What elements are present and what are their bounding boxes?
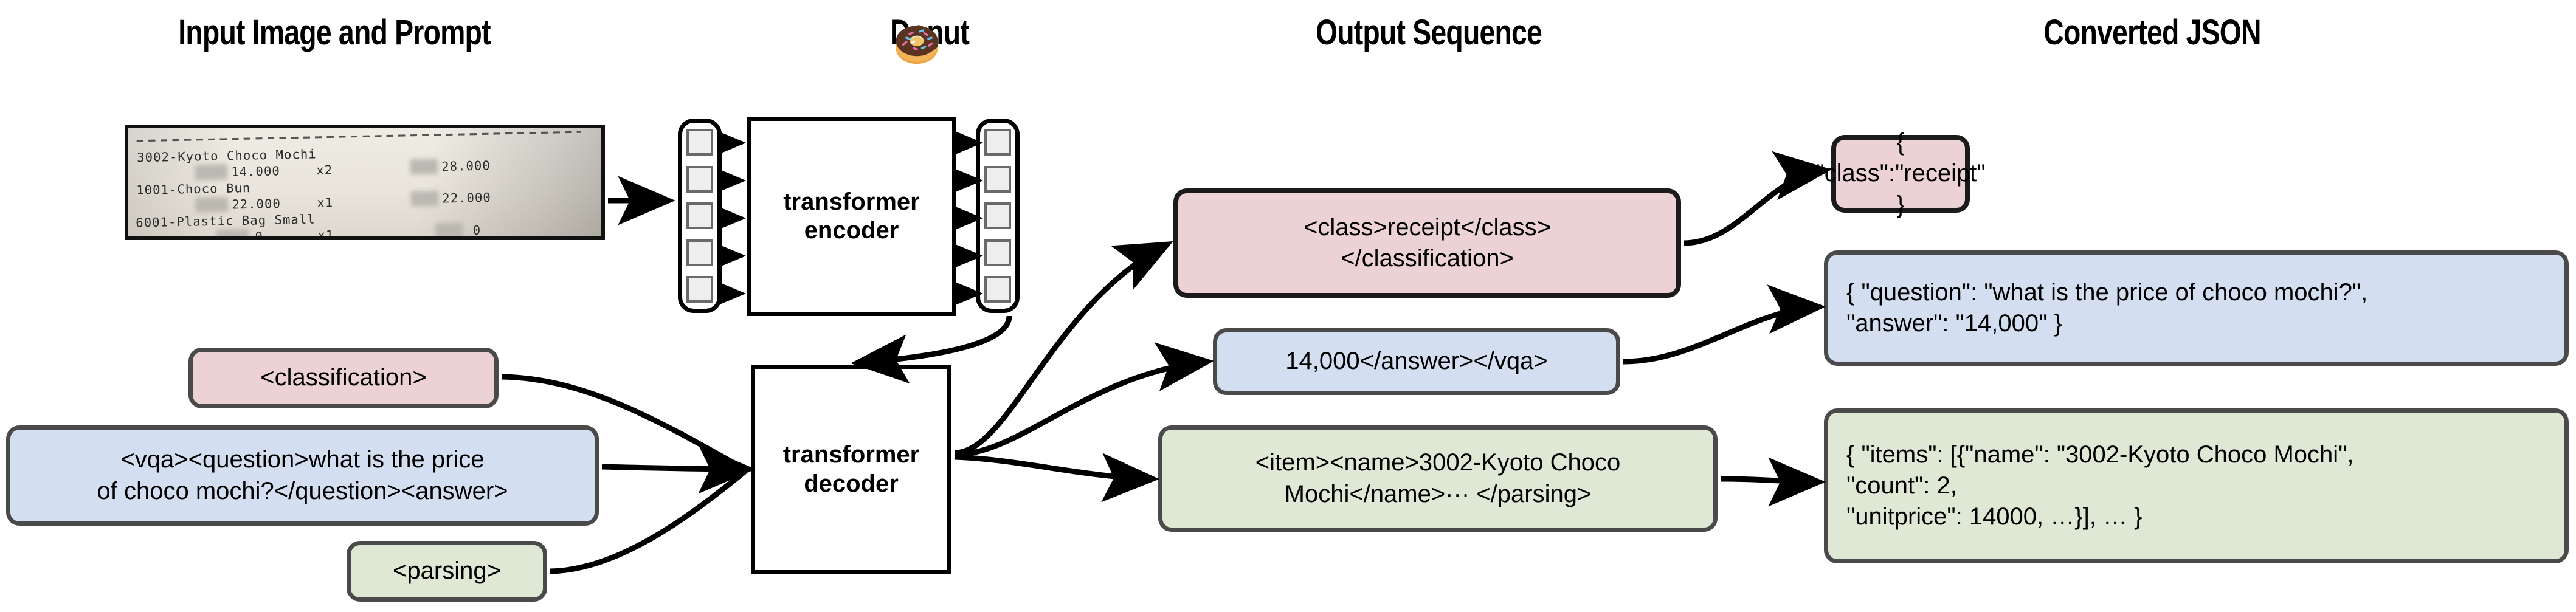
json-box-classification[interactable]: { "class":"receipt" } [1815,129,1985,218]
token-square [686,239,713,266]
arrow-output-to-json-parsing [1720,457,1826,507]
receipt-line-item1-qty: x2 [316,162,333,178]
heading-input-image-and-prompt: Input Image and Prompt [178,13,491,52]
receipt-redaction-6 [435,222,463,236]
heading-output-sequence: Output Sequence [1315,13,1542,52]
receipt-line-item3-name: 6001-Plastic Bag Small [135,211,316,230]
output-box-vqa[interactable]: 14,000</answer></vqa> [1213,328,1620,395]
transformer-decoder-label: transformer decoder [782,441,920,497]
receipt-line-item1-price: 14.000 [230,163,281,180]
json-parsing-text: { "items": [{"name": "3002-Kyoto Choco M… [1846,441,2354,531]
donut-icon [891,16,943,68]
receipt-redaction-3 [195,197,229,213]
transformer-encoder-box: transformer encoder [747,117,956,316]
prompt-box-parsing[interactable]: <parsing> [347,541,547,602]
json-box-vqa[interactable]: { "question": "what is the price of choc… [1824,250,2569,366]
heading-converted-json: Converted JSON [2043,13,2261,52]
arrow-output-to-json-vqa [1623,284,1826,365]
prompt-classification-text: <classification> [260,364,427,391]
token-square [984,276,1011,303]
receipt-line-item3-qty: x1 [317,227,334,240]
token-square [984,202,1011,229]
output-vqa-text: 14,000</answer></vqa> [1285,348,1548,375]
arrow-decoder-to-output-parsing [954,453,1159,503]
receipt-redaction-5 [216,229,249,236]
token-square [686,129,713,156]
arrow-vqa-prompt-to-decoder [601,464,745,472]
token-square [686,276,713,303]
prompt-box-classification[interactable]: <classification> [188,348,499,408]
token-square [686,165,713,193]
token-square [984,129,1011,156]
receipt-divider [136,131,581,142]
receipt-line-item1-name: 3002-Kyoto Choco Mochi [136,146,317,165]
receipt-line-item3-price: 0 [255,229,264,240]
arrow-encoder-tokens-to-decoder [851,315,1012,384]
receipt-line-item3-total: 0 [472,222,482,238]
json-vqa-text: { "question": "what is the price of choc… [1846,278,2368,337]
encoder-input-token-strip [678,119,722,313]
token-square [686,202,713,229]
receipt-line-item2-qty: x1 [317,194,334,210]
output-box-parsing[interactable]: <item><name>3002-Kyoto Choco Mochi</name… [1158,425,1718,532]
prompt-vqa-text: <vqa><question>what is the price of choc… [97,446,508,504]
receipt-line-item2-total: 22.000 [441,190,492,206]
json-box-parsing[interactable]: { "items": [{"name": "3002-Kyoto Choco M… [1824,408,2569,563]
token-square [984,165,1011,193]
prompt-parsing-text: <parsing> [393,557,501,585]
output-classification-text: <class>receipt</class> </classification> [1304,213,1551,272]
transformer-decoder-box: transformer decoder [751,365,951,574]
arrow-output-to-json-classification [1683,151,1832,246]
receipt-redaction-4 [410,191,439,207]
output-parsing-text: <item><name>3002-Kyoto Choco Mochi</name… [1255,449,1621,507]
encoder-output-token-strip [976,119,1020,313]
arrows-tokens-to-encoder [716,131,746,306]
receipt-redaction-2 [410,159,438,175]
transformer-encoder-label: transformer encoder [783,188,920,244]
receipt-line-item2-price: 22.000 [232,196,281,212]
receipt-redaction-1 [195,164,228,181]
token-square [984,239,1011,266]
prompt-box-vqa[interactable]: <vqa><question>what is the price of choc… [6,425,599,526]
receipt-line-item2-name: 1001-Choco Bun [136,180,251,198]
output-box-classification[interactable]: <class>receipt</class> </classification> [1173,188,1681,298]
receipt-line-item1-total: 28.000 [441,157,491,174]
json-classification-text: { "class":"receipt" } [1815,129,1986,218]
input-receipt-image: 3002-Kyoto Choco Mochi 14.000 x2 28.000 … [125,125,605,240]
